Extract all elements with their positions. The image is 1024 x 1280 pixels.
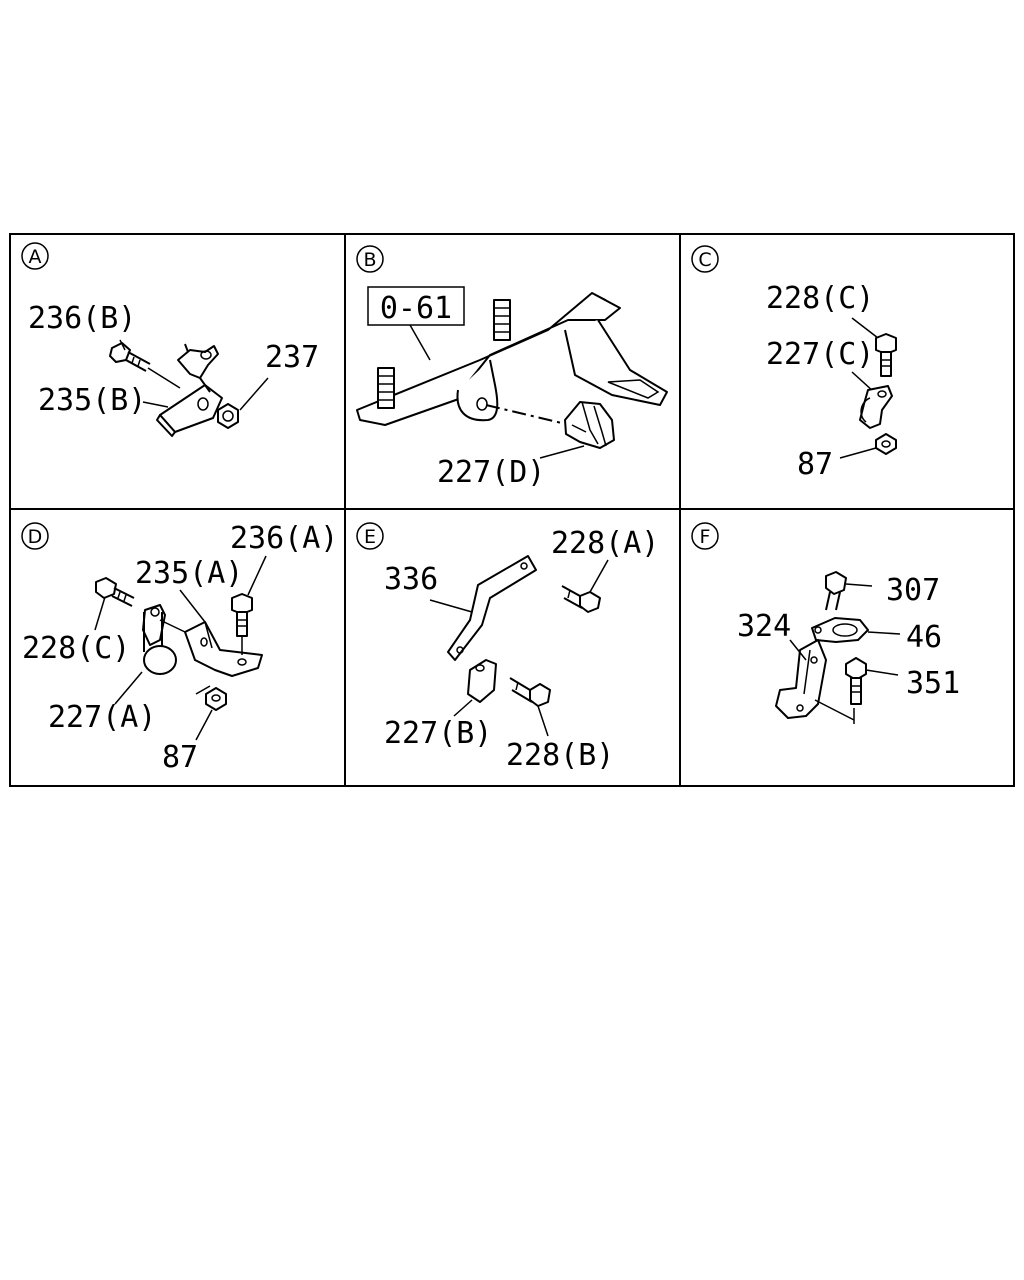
reference-label: 0-61 xyxy=(380,291,452,326)
part-label: 227(B) xyxy=(384,716,492,751)
bolt-236a-drawing xyxy=(231,593,253,637)
bracket-324-drawing xyxy=(775,639,827,719)
part-label: 87 xyxy=(797,447,833,482)
panel-letter: E xyxy=(364,526,376,548)
part-label: 235(A) xyxy=(135,556,243,591)
part-label: 237 xyxy=(265,340,319,375)
clip-227d-drawing xyxy=(564,401,615,449)
panel-grid xyxy=(9,233,1015,787)
bolt-228c-d-drawing xyxy=(95,577,135,607)
panel-letter-b-badge: B xyxy=(356,245,384,273)
part-label: 324 xyxy=(737,609,791,644)
bolt-228b-drawing xyxy=(509,677,551,707)
nut-237-drawing xyxy=(217,403,239,429)
panel-letter-a-badge: A xyxy=(21,242,49,270)
part-label: 227(D) xyxy=(437,455,545,490)
clip-227b-drawing xyxy=(467,659,497,703)
panel-a: A 236(B) 235(B) 237 xyxy=(21,242,319,437)
panel-letter: C xyxy=(698,249,711,271)
reference-box: 0-61 xyxy=(367,286,465,326)
part-label: 228(C) xyxy=(22,631,130,666)
part-label: 236(A) xyxy=(230,521,338,556)
panel-c: C 228(C) 227(C) 87 xyxy=(691,245,897,482)
frame-bracket-drawing xyxy=(356,292,668,426)
panel-letter-f-badge: F xyxy=(691,522,719,550)
part-label: 351 xyxy=(906,666,960,701)
nut-87-drawing xyxy=(875,433,897,455)
panel-letter: B xyxy=(363,249,376,271)
part-label: 235(B) xyxy=(38,383,146,418)
panel-f: F 307 324 46 351 xyxy=(691,522,960,724)
part-label: 336 xyxy=(384,562,438,597)
part-label: 46 xyxy=(906,620,942,655)
panel-letter-c-badge: C xyxy=(691,245,719,273)
panel-letter: A xyxy=(29,246,42,268)
part-label: 227(A) xyxy=(48,700,156,735)
stud-drawing xyxy=(377,299,511,409)
nut-87-d-drawing xyxy=(205,687,227,711)
panel-letter-e-badge: E xyxy=(356,522,384,550)
part-label: 236(B) xyxy=(28,301,136,336)
clamp-46-drawing xyxy=(811,617,869,643)
bolt-307-drawing xyxy=(825,571,847,611)
part-label: 228(C) xyxy=(766,281,874,316)
panel-b: B 0-61 xyxy=(356,245,668,490)
bolt-351-drawing xyxy=(845,657,867,705)
part-label: 87 xyxy=(162,740,198,775)
panel-e: E 228(A) 336 227(B) 228(B) xyxy=(356,522,659,773)
panel-letter: F xyxy=(700,526,711,548)
part-label: 228(B) xyxy=(506,738,614,773)
panel-letter: D xyxy=(28,526,43,548)
bolt-228c-drawing xyxy=(875,333,897,377)
bracket-235a-drawing xyxy=(184,621,263,677)
part-label: 307 xyxy=(886,573,940,608)
part-label: 228(A) xyxy=(551,526,659,561)
bracket-336-drawing xyxy=(447,555,537,661)
bracket-235b-drawing xyxy=(156,343,223,437)
clip-227c-drawing xyxy=(859,385,893,429)
panel-d: D 236(A) 235(A) 228(C) 227(A) 87 xyxy=(21,521,338,775)
clip-227a-drawing xyxy=(142,604,177,675)
part-label: 227(C) xyxy=(766,337,874,372)
panel-letter-d-badge: D xyxy=(21,522,49,550)
bolt-228a-drawing xyxy=(561,585,601,613)
bolt-236b-drawing xyxy=(109,342,151,372)
